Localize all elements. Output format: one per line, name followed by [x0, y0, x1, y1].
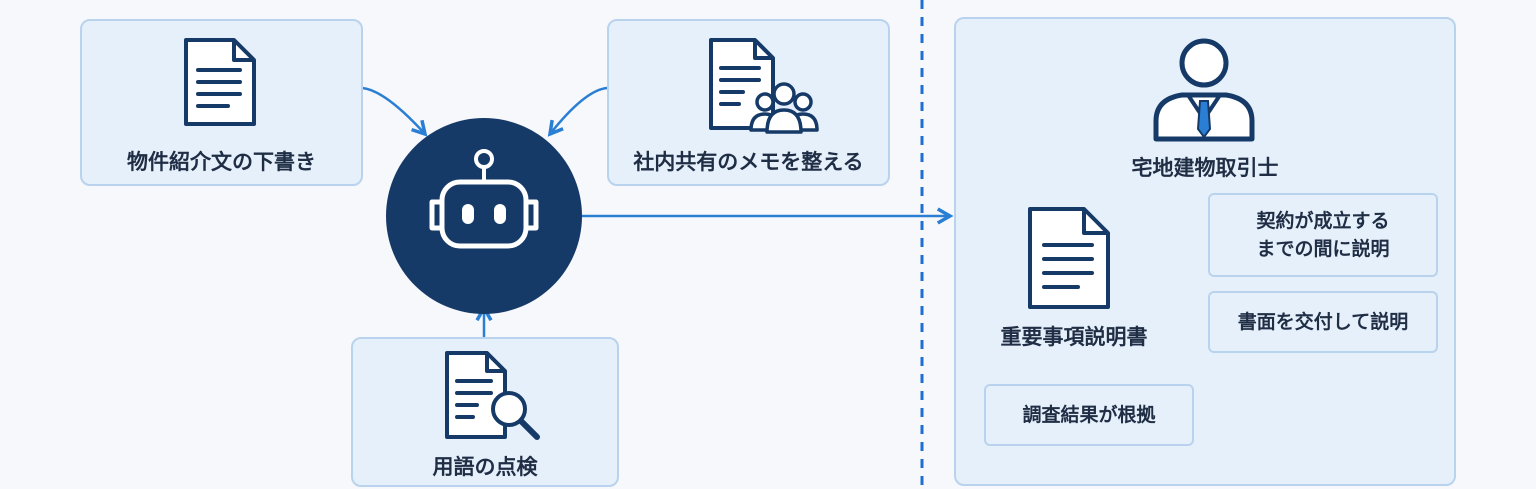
document-magnifier-icon — [445, 351, 540, 440]
explain-before-line-1: 契約が成立する — [1256, 210, 1390, 232]
memo-label: 社内共有のメモを整える — [633, 150, 864, 174]
role-label: 宅地建物取引士 — [1131, 156, 1279, 180]
explain-before-box: 契約が成立する までの間に説明 — [1208, 193, 1438, 277]
arrow-from-draft — [361, 86, 425, 134]
basis-box: 調査結果が根拠 — [984, 384, 1194, 446]
explain-written-box: 書面を交付して説明 — [1208, 291, 1438, 353]
explain-before-line-2: までの間に説明 — [1256, 238, 1390, 260]
document-with-people-icon — [709, 38, 819, 134]
robot-icon — [429, 149, 539, 249]
draft-card: 物件紹介文の下書き — [80, 19, 363, 186]
memo-card: 社内共有のメモを整える — [607, 19, 890, 186]
document-icon — [1028, 207, 1110, 309]
robot-circle — [386, 118, 582, 314]
draft-label: 物件紹介文の下書き — [127, 150, 316, 174]
arrow-from-memo — [550, 86, 608, 134]
basis-label: 調査結果が根拠 — [1022, 404, 1156, 426]
check-card: 用語の点検 — [351, 337, 619, 487]
explain-written-label: 書面を交付して説明 — [1237, 311, 1409, 333]
document-icon — [184, 38, 256, 126]
check-label: 用語の点検 — [432, 455, 538, 479]
businessperson-icon — [1153, 38, 1255, 142]
document-label: 重要事項説明書 — [1000, 325, 1148, 349]
